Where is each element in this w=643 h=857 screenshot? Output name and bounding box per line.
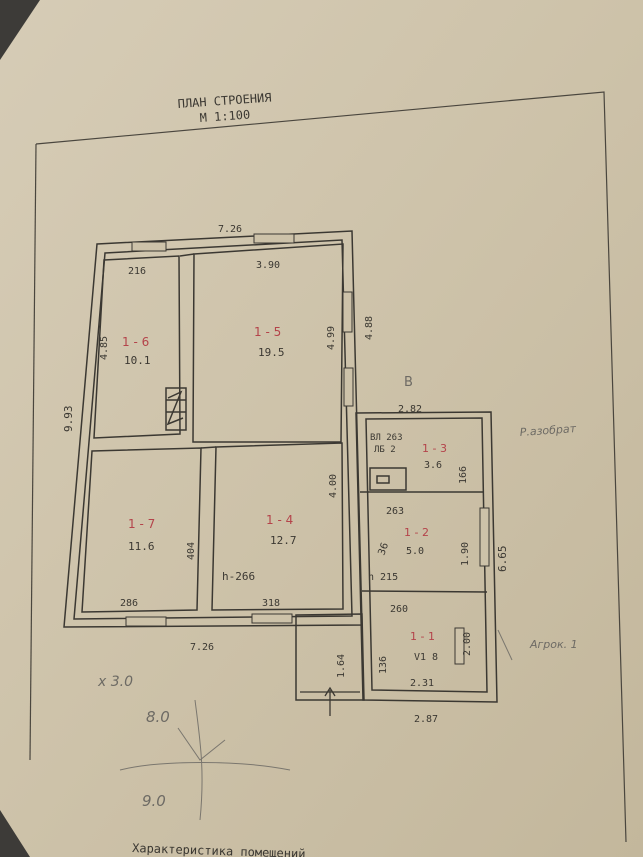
room-1-3-depth: 166 — [458, 466, 469, 484]
annex-note-2: ЛБ 2 — [374, 445, 396, 455]
room-1-5-width: 3.90 — [256, 260, 280, 271]
windows — [125, 233, 490, 665]
room-1-3-area: 3.6 — [424, 460, 442, 471]
room-1-7-label: 1 - 7 — [128, 517, 155, 531]
room-1-4-label: 1 - 4 — [266, 513, 293, 527]
entrance-arrow-icon — [300, 686, 360, 716]
room-1-1-area: V1 8 — [414, 652, 438, 663]
dim-left-height: 9.93 — [62, 406, 75, 433]
room-1-3-label: 1 - 3 — [422, 442, 447, 455]
room-1-6-label: 1 - 6 — [122, 335, 149, 349]
room-1-4-width: 318 — [262, 598, 280, 609]
dim-annex-bottom: 2.87 — [414, 714, 438, 725]
room-1-2-label: 1 - 2 — [404, 526, 429, 539]
pencil-notes: Р.азобрат Агрок. 1 x 3.0 8.0 9.0 В — [97, 375, 578, 810]
room-1-2-area: 5.0 — [406, 546, 424, 557]
annex-note: ВЛ 263 — [370, 433, 403, 443]
room-1-6-depth: 4.85 — [99, 336, 110, 360]
faded-letter: В — [404, 375, 413, 390]
pencil-note-left-1: x 3.0 — [97, 674, 133, 690]
room-1-2-ceiling: h 215 — [368, 572, 398, 583]
page-frame — [35, 91, 627, 843]
room-1-1-depth: 2.00 — [462, 632, 473, 656]
footer-caption: Характеристика помещений — [132, 841, 306, 857]
room-1-4-area: 12.7 — [270, 534, 297, 547]
dim-bottom-width: 7.26 — [190, 642, 214, 653]
room-1-1-label: 1 - 1 — [410, 630, 435, 643]
pencil-note-left-2: 8.0 — [146, 708, 170, 726]
dim-annex-top: 2.82 — [398, 404, 422, 415]
dim-upper-right-height: 4.88 — [364, 316, 375, 340]
room-1-6-width: 216 — [128, 266, 146, 277]
room-1-1-inner-top: 260 — [390, 604, 408, 615]
plan-scale: М 1:100 — [199, 107, 250, 124]
room-1-5-depth: 4.99 — [326, 326, 337, 350]
room-1-5-label: 1 - 5 — [254, 325, 281, 339]
room-1-7-width: 286 — [120, 598, 138, 609]
plan-title: ПЛАН СТРОЕНИЯ — [177, 90, 272, 111]
room-1-1-inner-left: 136 — [378, 656, 389, 674]
pencil-note-right-bottom: Агрок. 1 — [529, 638, 578, 651]
room-1-1-width: 2.31 — [410, 678, 434, 689]
pencil-note-right-top: Р.азобрат — [519, 422, 577, 439]
room-1-2-depth: 1.90 — [460, 542, 471, 566]
dim-top-width: 7.26 — [218, 224, 242, 235]
dim-porch-depth: 1.64 — [336, 654, 347, 678]
room-1-4-ceiling: h-266 — [222, 570, 255, 583]
room-1-2-width: 263 — [386, 506, 404, 517]
room-1-4-depth: 4.00 — [328, 474, 339, 498]
pencil-note-bottom: 9.0 — [142, 792, 166, 810]
room-1-7-depth: 404 — [186, 542, 197, 560]
room-1-6-area: 10.1 — [124, 354, 151, 367]
room-1-5-area: 19.5 — [258, 346, 285, 359]
dim-lower-right-height: 6.65 — [496, 546, 509, 573]
room-1-2-side-note: 36 — [376, 541, 391, 557]
pencil-sketch — [119, 629, 513, 821]
room-1-7-area: 11.6 — [128, 540, 155, 553]
